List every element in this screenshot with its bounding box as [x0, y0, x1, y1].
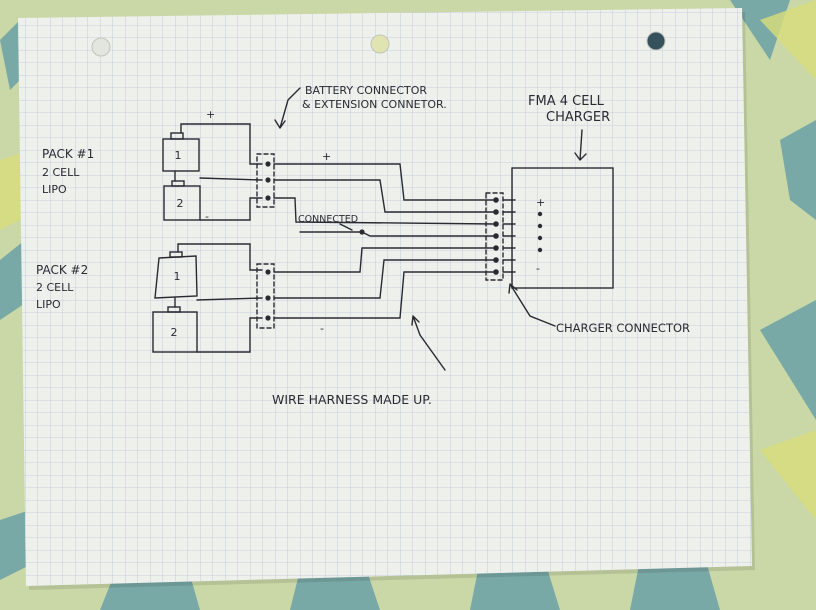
- pack1-cell-2-label: 2: [177, 197, 184, 210]
- pack2-cell-1: [154, 251, 198, 299]
- pack1-cell-count: 2 CELL: [42, 166, 80, 179]
- connected-label: CONNECTED: [298, 214, 358, 225]
- pack2-cell-2: [152, 306, 198, 353]
- pack2-cell-count: 2 CELL: [36, 281, 74, 294]
- pack1-minus: -: [205, 210, 209, 223]
- punch-hole-left: [91, 37, 111, 57]
- pack1-title: PACK #1: [42, 147, 94, 161]
- circuit-diagram: [152, 87, 614, 371]
- battery-connector-label: BATTERY CONNECTOR: [305, 84, 427, 97]
- pack2-title: PACK #2: [36, 263, 88, 277]
- pack1-plus: +: [206, 108, 215, 121]
- charger-subtitle: CHARGER: [546, 110, 610, 125]
- pin-plus: +: [536, 196, 545, 209]
- charger-connector-label: CHARGER CONNECTOR: [556, 321, 690, 335]
- punch-hole-middle: [370, 34, 390, 54]
- pack1-cell-2: [163, 180, 201, 221]
- pin-minus: -: [536, 262, 540, 275]
- pack1-cell-1: [162, 132, 200, 172]
- battery-connector-pack2: [256, 263, 275, 329]
- connector-dots: [265, 161, 543, 321]
- wire-minus: -: [320, 322, 324, 335]
- wire-plus: +: [322, 150, 331, 163]
- extension-connector-label: & EXTENSION CONNETOR.: [302, 98, 447, 111]
- pack2-cell-2-label: 2: [171, 326, 178, 339]
- punch-hole-right: [646, 31, 666, 51]
- charger-box: [511, 167, 614, 289]
- wire-harness-label: WIRE HARNESS MADE UP.: [272, 392, 432, 407]
- pack1-chemistry: LIPO: [42, 183, 67, 196]
- pack1-cell-1-label: 1: [175, 149, 182, 162]
- pack2-cell-1-label: 1: [174, 270, 181, 283]
- charger-title: FMA 4 CELL: [528, 94, 605, 109]
- pack2-chemistry: LIPO: [36, 298, 61, 311]
